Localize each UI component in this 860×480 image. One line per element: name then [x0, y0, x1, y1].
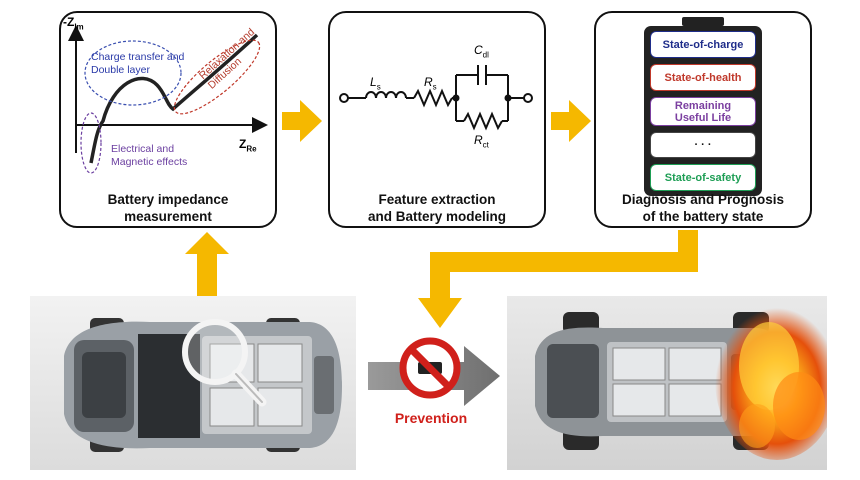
battery-terminal: [682, 17, 724, 26]
impedance-panel: -ZIm ZRe Charge transfer and Double laye…: [59, 11, 277, 228]
battery-body: State-of-charge State-of-health Remainin…: [644, 26, 762, 196]
circuit-caption: Feature extraction and Battery modeling: [367, 192, 507, 224]
burning-car-photo: [507, 296, 827, 470]
resistor-rct: [463, 111, 503, 131]
prevention-label: Prevention: [394, 410, 468, 426]
arrow-feedback: [418, 230, 698, 328]
prohibition-icon: [399, 337, 461, 399]
circuit-panel: Ls Rs Cdl Rct Feature extraction and Bat…: [328, 11, 546, 228]
electrical-ellipse: [80, 112, 102, 174]
equivalent-circuit: [339, 65, 533, 131]
burning-car-illustration: [535, 300, 827, 460]
resistor-rs: [413, 88, 453, 108]
state-of-safety-box: State-of-safety: [650, 164, 756, 191]
relaxation-ellipse: [173, 39, 261, 115]
ev-car-photo: [30, 296, 356, 470]
x-axis-label: ZRe: [239, 137, 257, 154]
terminal-left: [339, 93, 349, 103]
magnifier-icon: [182, 319, 248, 385]
impedance-caption: Battery impedance measurement: [107, 192, 229, 224]
terminal-right: [523, 93, 533, 103]
rs-label: Rs: [424, 75, 437, 92]
car-illustration: [64, 318, 342, 452]
charge-transfer-label: Charge transfer and Double layer: [91, 51, 185, 76]
arrow-right-2: [551, 100, 591, 142]
cdl-label: Cdl: [474, 43, 489, 60]
charge-transfer-ellipse: [84, 40, 182, 106]
rct-label: Rct: [474, 133, 489, 150]
diagnosis-caption: Diagnosis and Prognosis of the battery s…: [621, 192, 785, 224]
arrow-right-1: [282, 100, 322, 142]
state-of-health-box: State-of-health: [650, 64, 756, 91]
electrical-label: Electrical and Magnetic effects: [111, 143, 188, 168]
diagnosis-panel: State-of-charge State-of-health Remainin…: [594, 11, 812, 228]
state-of-charge-box: State-of-charge: [650, 31, 756, 58]
remaining-useful-life-box: Remaining Useful Life: [650, 97, 756, 126]
nyquist-plot: [68, 25, 268, 174]
inductor-ls: [365, 91, 407, 99]
impedance-curve: [89, 33, 259, 164]
more-states-box: · · ·: [650, 132, 756, 158]
ls-label: Ls: [370, 75, 381, 92]
arrow-up: [185, 232, 229, 316]
y-axis-label: -ZIm: [63, 15, 84, 32]
